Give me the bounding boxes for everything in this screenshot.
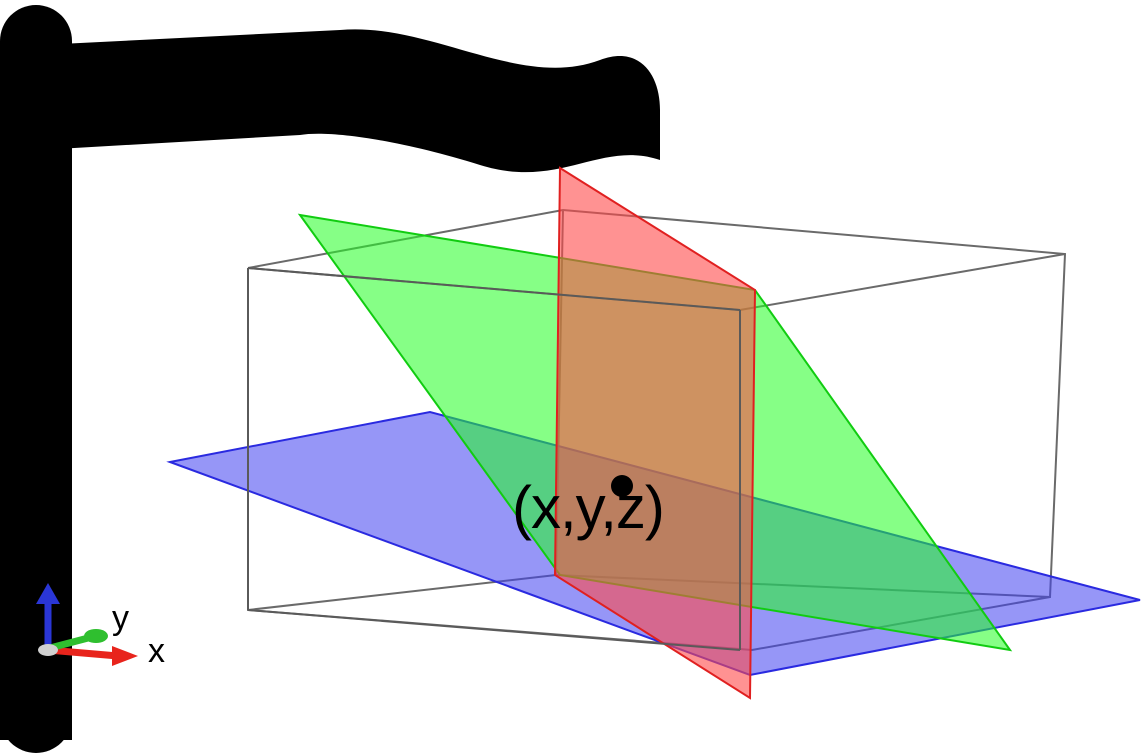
y-axis-arrow <box>84 629 108 643</box>
point-label: (x,y,z) <box>512 474 665 541</box>
bounding-box-front <box>247 267 741 651</box>
triad-origin <box>38 644 58 656</box>
x-axis-label: x <box>148 632 165 670</box>
y-axis-label: y <box>112 599 129 637</box>
intersection-point <box>611 475 633 497</box>
z-axis-label: z <box>33 544 50 582</box>
x-axis-arrow <box>112 646 138 666</box>
x-plane <box>553 166 757 700</box>
z-axis-arrow <box>36 583 60 604</box>
axis-triad <box>36 583 138 666</box>
